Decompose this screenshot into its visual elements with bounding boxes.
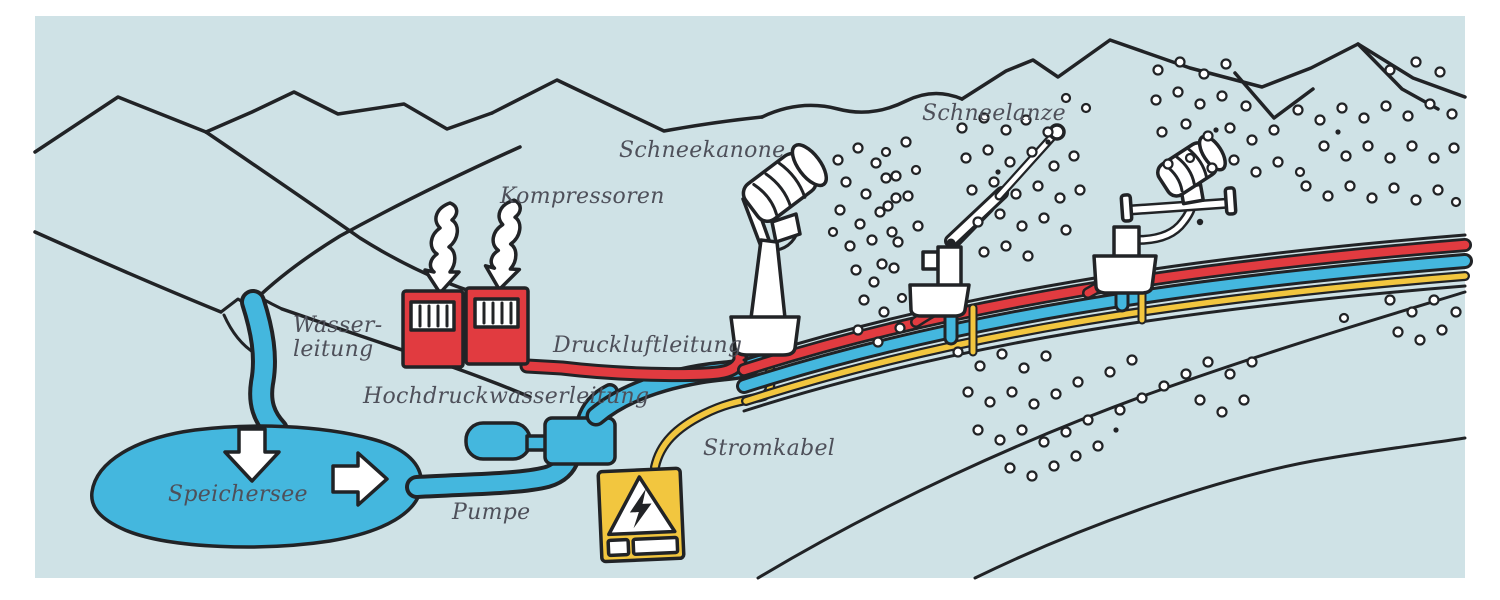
label-druckluftleitung: Druckluftleitung (553, 333, 743, 358)
flow-down-arrow-icon (223, 427, 281, 483)
label-speichersee: Speichersee (168, 482, 308, 507)
warning-lightning-icon (607, 475, 677, 537)
pipe-bundle (736, 233, 1473, 413)
water-stream (240, 289, 289, 443)
snow-cannon-icon (729, 143, 829, 357)
label-schneelanze: Schneelanze (922, 101, 1067, 126)
compressed-air-pipe (519, 339, 748, 383)
compressors-icon (401, 198, 530, 369)
transformer-icon (596, 466, 686, 564)
label-schneekanone: Schneekanone (619, 138, 786, 163)
label-wasserleitung-line1: Wasser- (293, 313, 383, 338)
label-wasserleitung-line2: leitung (293, 337, 374, 362)
flow-right-arrow-icon (331, 451, 389, 507)
label-kompressoren: Kompressoren (500, 184, 665, 209)
snow-cannon-2-icon (1092, 134, 1238, 295)
label-hochdruckwasserleitung: Hochdruckwasserleitung (363, 384, 650, 409)
snow-dots (827, 56, 1462, 482)
label-stromkabel: Stromkabel (703, 436, 836, 461)
label-pumpe: Pumpe (452, 500, 531, 525)
power-cable (650, 352, 776, 472)
lake-outlet-pipe (405, 445, 581, 499)
